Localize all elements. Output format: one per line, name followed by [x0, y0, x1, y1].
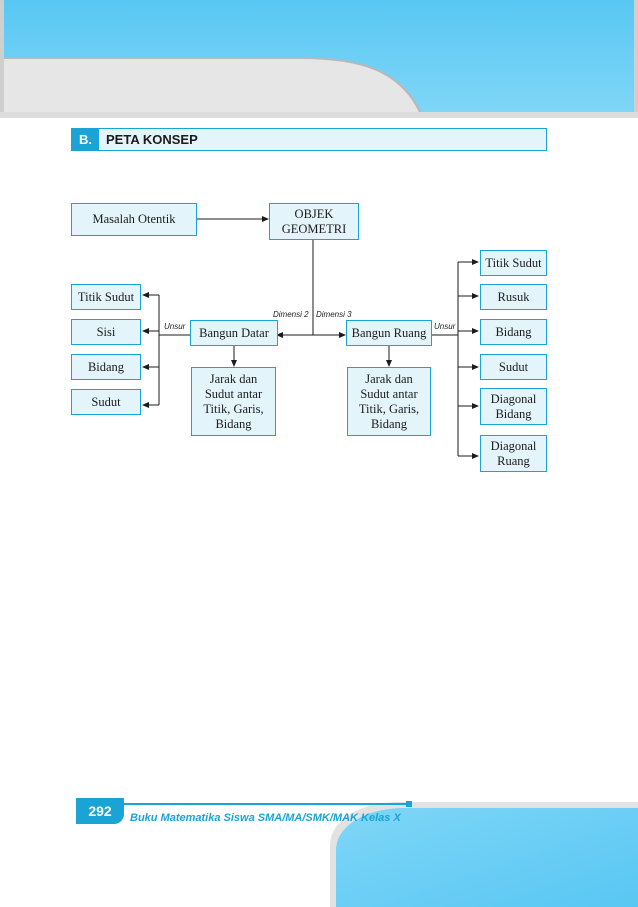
dimensi-3-label: Dimensi 3 — [316, 310, 352, 319]
objek-line-1: OBJEK — [294, 206, 334, 221]
page-number: 292 — [76, 798, 124, 824]
bangun-datar-box: Bangun Datar — [190, 320, 278, 346]
dimensi-2-label: Dimensi 2 — [273, 310, 309, 319]
objek-line-2: GEOMETRI — [281, 221, 347, 236]
ruang-unsur-bidang: Bidang — [480, 319, 547, 345]
jarak-ruang-box: Jarak dan Sudut antar Titik, Garis, Bida… — [347, 367, 431, 436]
ruang-unsur-diagonal-ruang: Diagonal Ruang — [480, 435, 547, 472]
ruang-unsur-diagonal-bidang: Diagonal Bidang — [480, 388, 547, 425]
section-title: PETA KONSEP — [106, 132, 198, 147]
unsur-label-left: Unsur — [164, 322, 186, 331]
unsur-label-right: Unsur — [434, 322, 456, 331]
masalah-otentik-box: Masalah Otentik — [71, 203, 197, 236]
datar-unsur-sisi: Sisi — [71, 319, 141, 345]
bangun-ruang-box: Bangun Ruang — [346, 320, 432, 346]
datar-unsur-titik-sudut: Titik Sudut — [71, 284, 141, 310]
ruang-unsur-titik-sudut: Titik Sudut — [480, 250, 547, 276]
datar-unsur-bidang: Bidang — [71, 354, 141, 380]
objek-geometri-box: OBJEK GEOMETRI — [269, 203, 359, 240]
book-title: Buku Matematika Siswa SMA/MA/SMK/MAK Kel… — [130, 812, 401, 824]
header-banner — [0, 0, 638, 118]
section-heading: B. PETA KONSEP — [71, 128, 547, 151]
ruang-unsur-sudut: Sudut — [480, 354, 547, 380]
datar-unsur-sudut: Sudut — [71, 389, 141, 415]
footer-decoration — [124, 801, 638, 907]
section-letter: B. — [72, 129, 99, 150]
jarak-datar-box: Jarak dan Sudut antar Titik, Garis, Bida… — [191, 367, 276, 436]
ruang-unsur-rusuk: Rusuk — [480, 284, 547, 310]
